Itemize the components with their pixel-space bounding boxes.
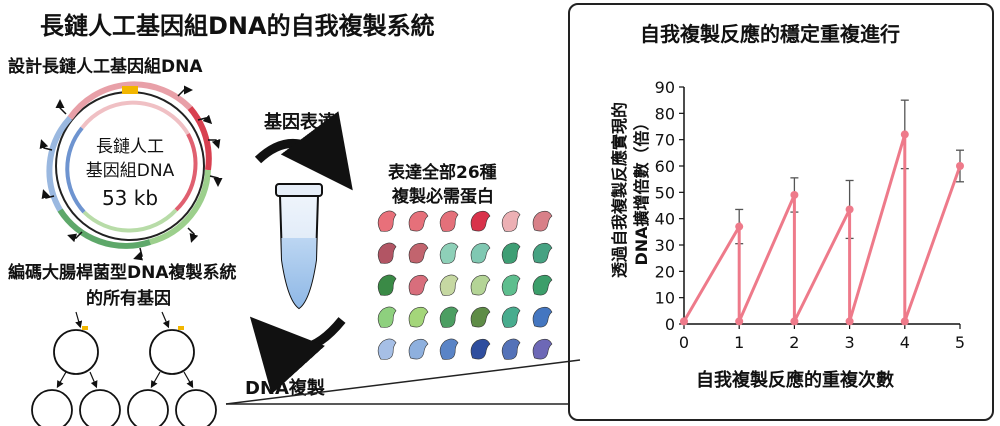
protein-icon [470, 210, 491, 232]
protein-icon [439, 338, 459, 360]
y-tick-label: 40 [655, 210, 675, 229]
data-point [735, 317, 744, 326]
data-point [845, 317, 854, 326]
y-tick-label: 80 [655, 104, 675, 123]
series-line [682, 133, 962, 323]
protein-icon [532, 306, 553, 328]
protein-icon [532, 338, 553, 360]
protein-icon [532, 210, 553, 232]
gene-arc [80, 100, 190, 136]
y-tick-label: 50 [655, 183, 675, 202]
data-point [845, 205, 854, 214]
protein-icon [439, 306, 459, 328]
protein-icon [501, 242, 521, 264]
y-tick-label: 70 [655, 131, 675, 150]
data-point [900, 317, 909, 326]
test-tube [275, 183, 323, 310]
gene-arc [57, 208, 151, 249]
protein-icon [408, 274, 429, 296]
chart-axes [683, 87, 960, 325]
protein-icon [377, 274, 397, 296]
gene-arc [187, 106, 212, 171]
replication-arrow [249, 316, 346, 395]
genes-label-line-2: 的所有基因 [86, 289, 171, 309]
x-axis-label: 自我複製反應的重複次數 [696, 370, 894, 391]
protein-icon [470, 338, 491, 360]
protein-icon [501, 274, 521, 296]
protein-icon [501, 338, 521, 360]
protein-icon [532, 274, 553, 296]
expression-arrow [254, 111, 353, 191]
x-tick-label: 1 [734, 333, 744, 352]
gene-arc [65, 126, 86, 214]
x-tick-label: 4 [900, 333, 910, 352]
data-point [680, 317, 688, 326]
chart-panel [568, 3, 994, 421]
x-tick-label: 0 [679, 333, 689, 352]
chart-title: 自我複製反應的穩定重複進行 [640, 22, 900, 46]
y-tick-label: 60 [655, 157, 675, 176]
protein-icon [470, 242, 491, 264]
protein-icon [470, 274, 491, 296]
design-label: 設計長鏈人工基因組DNA [8, 57, 203, 77]
replication-tree [31, 311, 581, 426]
protein-icon [532, 242, 553, 264]
data-point [790, 190, 799, 199]
genome-label-line-1: 長鏈人工 [96, 137, 164, 157]
gene-arc [46, 115, 73, 212]
protein-icon [377, 242, 397, 264]
x-tick-label: 3 [845, 333, 855, 352]
x-tick-label: 2 [789, 333, 799, 352]
genes-label-line-1: 編碼大腸桿菌型DNA複製系統 [8, 263, 237, 283]
gene-arc [149, 169, 211, 245]
gene-arc [67, 81, 193, 120]
data-point [735, 222, 744, 231]
y-tick-label: 30 [655, 236, 675, 255]
proteins-label-line-1: 表達全部26種 [388, 163, 497, 183]
y-tick-label: 0 [665, 315, 675, 334]
protein-icon [377, 338, 397, 360]
gene-arc [174, 133, 198, 212]
proteins-label-line-2: 複製必需蛋白 [392, 187, 494, 207]
protein-icon [377, 210, 397, 232]
protein-icon [377, 306, 397, 328]
protein-icon [408, 210, 429, 232]
protein-grid [377, 210, 553, 360]
origin-marker [122, 86, 138, 94]
x-tick-label: 5 [955, 333, 965, 352]
protein-icon [501, 306, 521, 328]
protein-icon [408, 306, 429, 328]
protein-icon [501, 210, 521, 232]
y-tick-label: 90 [655, 78, 675, 97]
data-point [956, 162, 964, 170]
gene-arc [82, 208, 178, 233]
data-point [790, 317, 799, 326]
protein-icon [408, 338, 429, 360]
y-tick-label: 10 [655, 289, 675, 308]
protein-icon [439, 210, 459, 232]
protein-icon [408, 242, 429, 264]
genome-plasmid [39, 81, 223, 261]
left-title: 長鏈人工基因組DNA的自我複製系統 [40, 12, 435, 40]
protein-icon [439, 242, 459, 264]
genome-label-line-2: 基因組DNA [85, 161, 175, 181]
protein-icon [439, 274, 459, 296]
genome-size: 53 kb [101, 186, 159, 210]
protein-icon [470, 306, 491, 328]
y-tick-label: 20 [655, 262, 675, 281]
data-point [900, 130, 909, 139]
